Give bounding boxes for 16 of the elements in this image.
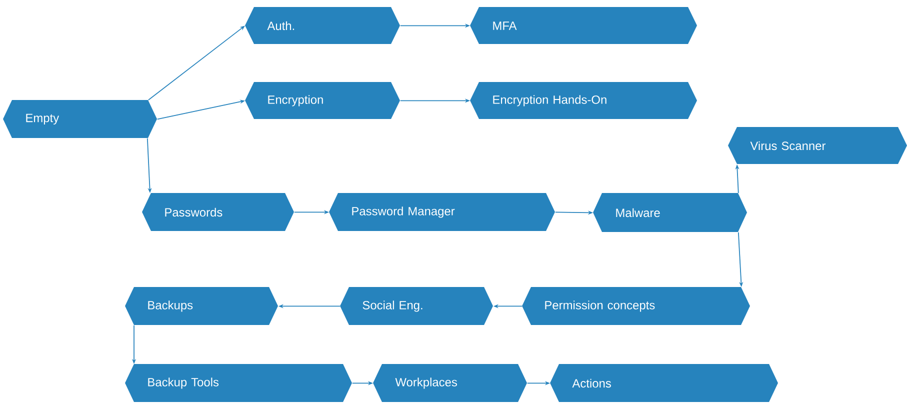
process-hexagon: Actions: [550, 364, 778, 402]
process-hexagon: Password Manager: [329, 193, 555, 231]
process-hexagon: Malware: [593, 193, 747, 232]
process-hexagon: Encryption Hands-On: [470, 82, 697, 119]
process-hexagon: MFA: [470, 7, 697, 44]
process-hexagon: Empty: [3, 100, 157, 138]
process-hexagon: Encryption: [245, 82, 400, 119]
process-hexagon: Backups: [125, 287, 278, 325]
process-hexagon: Virus Scanner: [728, 127, 907, 164]
process-hexagon: Passwords: [142, 193, 294, 231]
process-hexagon: Social Eng.: [340, 287, 493, 325]
process-hexagon: Auth.: [245, 7, 400, 44]
process-hexagon: Workplaces: [373, 364, 527, 402]
process-hexagon: Backup Tools: [125, 364, 352, 402]
process-hexagon: Permission concepts: [522, 287, 750, 325]
arrow: [148, 26, 245, 100]
